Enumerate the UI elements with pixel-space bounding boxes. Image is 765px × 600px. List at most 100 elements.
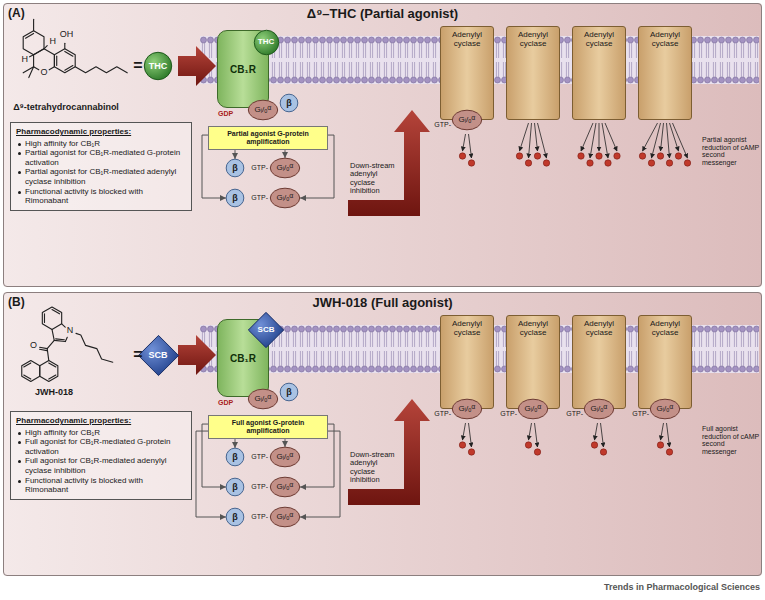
production-arrow bbox=[661, 123, 664, 151]
atom-symbol: H bbox=[50, 37, 57, 47]
alpha-outline bbox=[650, 399, 679, 419]
g-beta-subunit: β bbox=[226, 189, 244, 207]
diamond-label: SCB bbox=[258, 326, 275, 334]
camp-molecule bbox=[657, 442, 663, 448]
g-alpha-subunit: αGᵢ/ₒ bbox=[270, 507, 300, 527]
subunit-name: Gᵢ/ₒ bbox=[525, 405, 538, 413]
thc-structure bbox=[65, 51, 73, 56]
nucleotide-label: GTP- bbox=[434, 410, 451, 418]
cyclase-label: Adenylyl cyclase bbox=[573, 320, 625, 338]
production-arrow bbox=[538, 123, 547, 158]
production-arrow bbox=[643, 123, 658, 151]
camp-molecule bbox=[525, 442, 531, 448]
production-arrow bbox=[535, 123, 538, 151]
camp-molecule bbox=[666, 449, 672, 455]
diamond-label: SCB bbox=[148, 351, 167, 360]
bullet-dot bbox=[18, 171, 21, 174]
jwh-structure bbox=[56, 338, 65, 340]
camp-molecule bbox=[534, 153, 540, 159]
beta-label: β bbox=[232, 483, 238, 492]
atom-symbol: OH bbox=[60, 30, 74, 40]
label-holder: GTP- bbox=[251, 483, 268, 491]
label-holder: GTP- bbox=[251, 164, 268, 172]
property-heading: Pharmacodynamic properties: bbox=[16, 416, 186, 426]
subunit-symbol: α bbox=[471, 403, 475, 410]
camp-molecule bbox=[516, 153, 522, 159]
g-alpha-subunit: αGᵢ/ₒ bbox=[650, 399, 680, 419]
jwh-structure bbox=[22, 361, 40, 382]
label-holder: GDP bbox=[218, 110, 233, 118]
label-holder: Down-stream adenylyl cyclase inhibition bbox=[350, 451, 402, 484]
jwh-structure bbox=[40, 347, 48, 348]
camp-molecule bbox=[578, 153, 584, 159]
label-holder: H bbox=[22, 55, 29, 65]
property-box: Pharmacodynamic properties: High affinity… bbox=[10, 122, 192, 211]
effect-note: Partial agonist reduction of cAMP second… bbox=[702, 136, 760, 167]
equals-sign: = bbox=[133, 57, 142, 75]
production-arrow bbox=[535, 423, 538, 447]
production-arrow bbox=[590, 123, 596, 158]
production-arrow bbox=[469, 423, 472, 447]
subunit-symbol: α bbox=[471, 114, 475, 121]
production-arrow bbox=[661, 423, 664, 440]
label-holder: H bbox=[50, 37, 57, 47]
g-alpha-subunit: αGᵢ/ₒ bbox=[248, 100, 278, 120]
production-arrow bbox=[520, 123, 529, 151]
label-holder: Full agonist reduction of cAMP second me… bbox=[702, 425, 760, 456]
ligand-diamond: SCB bbox=[138, 335, 179, 376]
molecule-name: JWH-018 bbox=[35, 388, 73, 398]
beta-outline bbox=[280, 383, 298, 401]
connector-group bbox=[196, 135, 340, 517]
cyclase-label: Adenylyl cyclase bbox=[573, 31, 625, 49]
panel-band: (A)Δ⁹–THC (Partial agonist)THCPharmacody… bbox=[3, 3, 762, 287]
thc-structure bbox=[56, 56, 57, 65]
panel-title: Δ⁹–THC (Partial agonist) bbox=[4, 6, 761, 21]
cyclase-label: Adenylyl cyclase bbox=[441, 31, 493, 49]
subunit-name: Gᵢ/ₒ bbox=[657, 405, 670, 413]
atom-symbol: H bbox=[22, 55, 29, 65]
jwh-structure bbox=[49, 363, 56, 367]
production-arrow bbox=[667, 423, 670, 447]
property-heading: Pharmacodynamic properties: bbox=[16, 127, 186, 137]
effect-note: Full agonist reduction of cAMP second me… bbox=[702, 425, 760, 456]
label-holder: = bbox=[133, 346, 142, 364]
alpha-outline bbox=[452, 110, 481, 130]
thc-structure bbox=[29, 67, 34, 78]
production-arrow bbox=[601, 423, 604, 447]
jwh-structure bbox=[65, 337, 67, 341]
arrow-label: Down-stream adenylyl cyclase inhibition bbox=[350, 451, 402, 484]
circle-label: THC bbox=[258, 38, 274, 46]
g-alpha-subunit: αGᵢ/ₒ bbox=[518, 399, 548, 419]
adenylyl-cyclase-box: Adenylyl cyclase bbox=[440, 315, 494, 409]
g-beta-subunit: β bbox=[226, 508, 244, 526]
binding-arrow bbox=[178, 46, 216, 86]
inhibition-arrow bbox=[348, 110, 430, 216]
label-holder: GTP- bbox=[500, 410, 517, 418]
subunit-symbol: α bbox=[289, 192, 293, 199]
thc-structure bbox=[34, 49, 55, 70]
bullet-dot bbox=[18, 152, 21, 155]
jwh-structure bbox=[42, 307, 61, 329]
beta-label: β bbox=[232, 164, 238, 173]
label-holder: Δ⁹-tetrahydrocannabinol bbox=[13, 103, 119, 113]
nucleotide-label: GTP- bbox=[500, 410, 517, 418]
g-beta-subunit: β bbox=[280, 94, 298, 112]
subunit-name: Gᵢ/ₒ bbox=[459, 116, 472, 124]
production-arrow bbox=[581, 123, 593, 151]
label-holder: GTP- bbox=[434, 121, 451, 129]
property-item: High affinity for CB₁R bbox=[16, 139, 186, 149]
receptor-label: CB₁R bbox=[230, 353, 256, 364]
jwh-structure bbox=[40, 361, 58, 382]
circle-outline bbox=[144, 52, 171, 79]
inhibition-arrow bbox=[348, 399, 430, 505]
panel-ground bbox=[3, 3, 762, 287]
jwh-structure bbox=[52, 309, 60, 313]
camp-molecule bbox=[639, 153, 645, 159]
atom-symbol: O bbox=[40, 68, 47, 78]
adenylyl-cyclase-box: Adenylyl cyclase bbox=[638, 26, 692, 120]
cyclase-label: Adenylyl cyclase bbox=[441, 320, 493, 338]
property-item: Functional activity is blocked with Rimo… bbox=[16, 476, 186, 495]
jwh-structure bbox=[52, 329, 65, 341]
camp-molecule bbox=[468, 449, 474, 455]
thc-structure bbox=[44, 46, 47, 49]
